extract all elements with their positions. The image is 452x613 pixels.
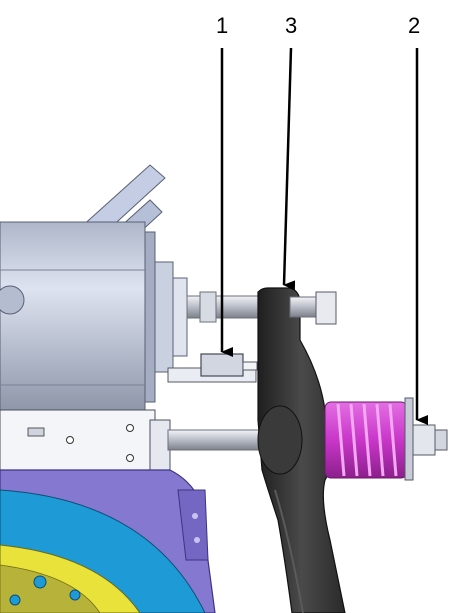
callout-arrows (220, 47, 428, 425)
callout-arrow-3 (282, 47, 296, 291)
compression-spring (324, 401, 408, 479)
lower-shaft (167, 429, 269, 451)
adjuster-nut (404, 397, 448, 481)
callout-label-3: 3 (285, 13, 297, 38)
callout-label-2: 2 (408, 13, 420, 38)
sensor-block (167, 353, 258, 383)
lever-arm (257, 287, 346, 613)
upper-shaft (186, 291, 268, 323)
callout-label-1: 1 (216, 13, 228, 38)
motor-housing (0, 221, 188, 413)
top-bolt (289, 291, 337, 325)
mounting-bracket (0, 409, 171, 473)
rotor-disc (0, 489, 206, 613)
